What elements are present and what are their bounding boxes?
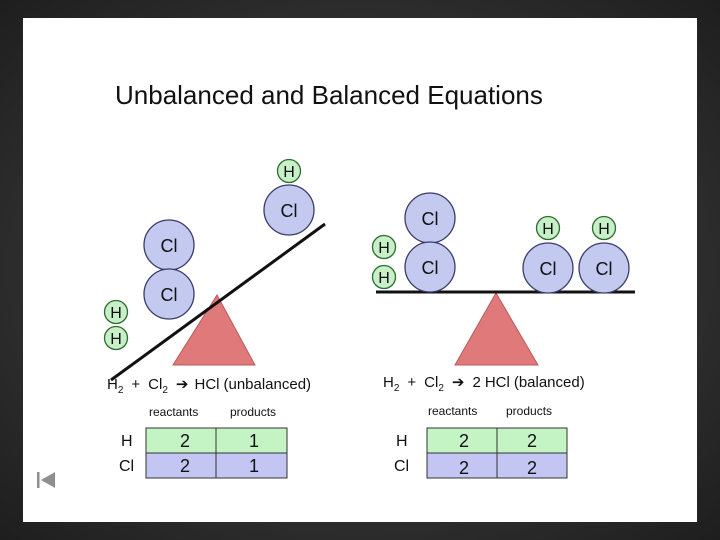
atom-h-stack-bottom: H [373, 266, 396, 289]
svg-text:Cl: Cl [422, 258, 439, 278]
atom-cl-right: Cl [264, 185, 314, 235]
left-col-reactants: reactants [149, 405, 198, 419]
right-col-reactants: reactants [428, 404, 477, 418]
left-equation: H2+Cl2➔HCl(unbalanced) [107, 376, 311, 396]
atom-cl-stack-top: Cl [405, 193, 455, 243]
svg-text:Cl: Cl [422, 209, 439, 229]
svg-text:H: H [598, 221, 610, 238]
atom-cl-stack-bottom: Cl [405, 242, 455, 292]
right-row-h-label: H [396, 433, 408, 450]
left-row-h-reactants: 2 [180, 431, 190, 451]
left-seesaw [111, 224, 325, 380]
left-col-products: products [230, 405, 276, 419]
atom-h-left-bottom: H [105, 327, 128, 350]
right-col-products: products [506, 404, 552, 418]
left-row-cl-products: 1 [249, 456, 259, 476]
atom-h-left-top: H [105, 301, 128, 324]
svg-text:H: H [110, 305, 122, 322]
right-row-cl-label: Cl [394, 458, 409, 475]
atom-cl-left-top: Cl [144, 220, 194, 270]
right-row-cl-products: 2 [527, 458, 537, 478]
slide-title: Unbalanced and Balanced Equations [115, 80, 543, 110]
svg-text:H: H [542, 221, 554, 238]
slide: Unbalanced and Balanced Equations H Cl C… [23, 18, 697, 522]
atom-cl-left-bottom: Cl [144, 269, 194, 319]
svg-text:H: H [378, 240, 390, 257]
left-row-cl-reactants: 2 [180, 456, 190, 476]
left-row-cl-label: Cl [119, 458, 134, 475]
right-row-h-products: 2 [527, 431, 537, 451]
molecule-hcl-2: H Cl [579, 217, 629, 294]
left-row-h-products: 1 [249, 431, 259, 451]
svg-text:Cl: Cl [161, 236, 178, 256]
svg-text:H: H [283, 164, 295, 181]
molecule-hcl-1: H Cl [523, 217, 573, 294]
svg-text:Cl: Cl [161, 285, 178, 305]
right-row-h-reactants: 2 [459, 431, 469, 451]
svg-text:H: H [110, 331, 122, 348]
first-slide-icon[interactable] [36, 470, 58, 490]
svg-text:Cl: Cl [281, 201, 298, 221]
atom-h-top: H [278, 160, 301, 183]
svg-text:Cl: Cl [540, 259, 557, 279]
svg-text:H: H [378, 270, 390, 287]
right-seesaw [376, 292, 635, 365]
diagram: Unbalanced and Balanced Equations H Cl C… [23, 18, 697, 522]
atom-h-stack-top: H [373, 236, 396, 259]
right-row-cl-reactants: 2 [459, 458, 469, 478]
svg-text:Cl: Cl [596, 259, 613, 279]
left-row-h-label: H [121, 433, 133, 450]
right-fulcrum [455, 293, 538, 365]
